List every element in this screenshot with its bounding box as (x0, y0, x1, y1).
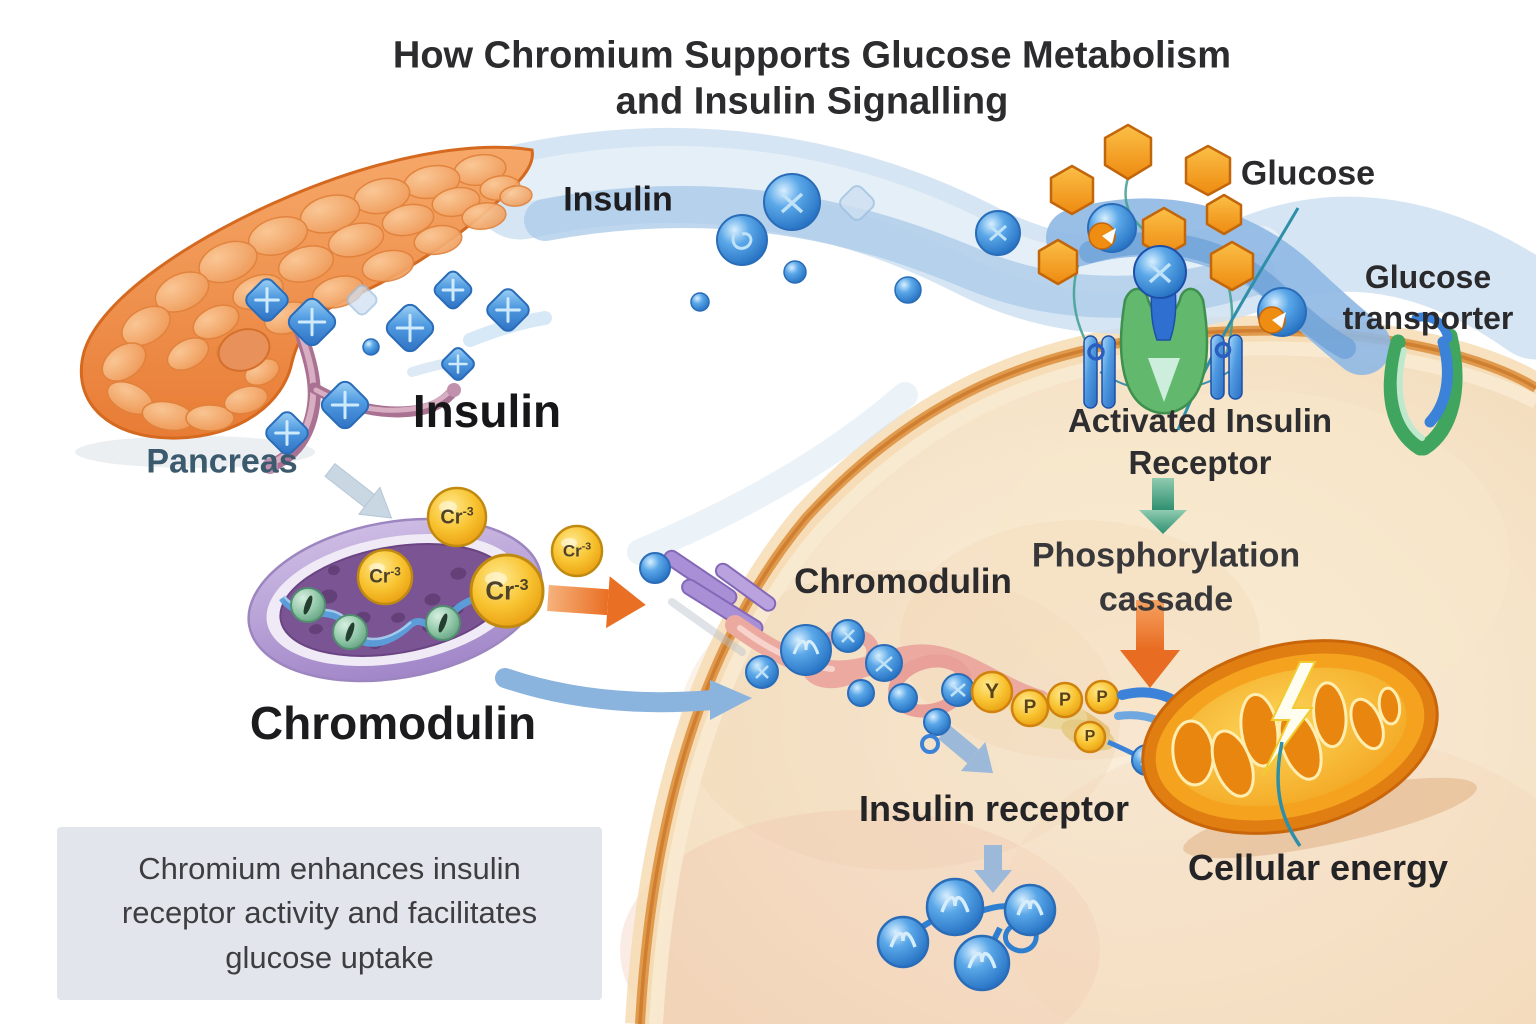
phospho-site-Y: Y (984, 680, 1000, 703)
insulin-receptor-subunits-icon (876, 877, 1057, 992)
glucose-transporter-icon (1383, 312, 1463, 456)
insulin-sphere-icon (639, 552, 671, 584)
chromium-ion-label: Cr-3 (485, 575, 529, 606)
glucose-hexagon-icon (1037, 123, 1255, 292)
chromodulin-bead-icon (290, 587, 461, 650)
receptor-label-down-arrow (974, 845, 1012, 893)
summary-callout: Chromium enhances insulin receptor activ… (57, 827, 602, 1000)
chromodulin-cell-label: Chromodulin (794, 562, 1012, 601)
insulin-molecules-in-flow (690, 173, 1021, 312)
insulin-receptor-pair-icon (1210, 334, 1243, 400)
glucose-label: Glucose (1240, 154, 1376, 193)
insulin-flow-label: Insulin (563, 180, 673, 219)
glucose-transporter-label: Glucose transporter (1342, 259, 1514, 336)
chromium-to-cell-arrow (547, 576, 646, 629)
membrane-receptors (1083, 245, 1463, 456)
cell-interior-illustration (639, 549, 1477, 992)
pancreas-to-chromodulin-arrow (324, 462, 393, 519)
phosphorylation-cascade-label: Phosphorylation cassade (1031, 536, 1301, 618)
chromium-ion-label: Cr-3 (562, 540, 592, 561)
pancreas-shadow (75, 436, 315, 468)
insulin-molecules-released (245, 270, 552, 455)
phospho-site-P: P (1058, 689, 1072, 710)
insulin-receptor-pair-icon (1083, 335, 1116, 409)
chromium-ion-label: Cr-3 (369, 565, 401, 588)
chromium-ion-icon (356, 486, 604, 629)
insulin-receptor-label: Insulin receptor (858, 788, 1130, 829)
phospho-site-P: P (1096, 687, 1108, 706)
chromodulin-chain-beads (745, 619, 975, 754)
page-title-line1: How Chromium Supports Glucose Metabolism (392, 34, 1232, 77)
chromium-ion-label: Cr-3 (440, 504, 474, 529)
chromodulin-to-cell-arrow (495, 668, 752, 720)
insulin-molecule-icon (245, 270, 530, 455)
phospho-site-P: P (1084, 728, 1096, 745)
phosphorylation-beads (970, 670, 1120, 754)
pancreas-texture (101, 153, 533, 432)
receptor-to-cascade-arrow (1139, 478, 1187, 534)
activated-insulin-receptor-icon (1119, 245, 1209, 415)
activated-insulin-receptor-label: Activated Insulin Receptor (1067, 401, 1333, 481)
flow-arrows (324, 462, 1187, 893)
mitochondrion-illustration (1141, 639, 1477, 859)
page-title-line2: and Insulin Signalling (615, 80, 1009, 123)
phospho-site-P: P (1023, 697, 1037, 718)
cellular-energy-label: Cellular energy (1187, 847, 1449, 888)
glucose-bound-insulin-icon (1087, 203, 1307, 337)
energy-bolt-icon (1262, 661, 1317, 776)
pancreas-label: Pancreas (146, 442, 298, 481)
chromodulin-vesicle-label: Chromodulin (249, 697, 537, 749)
cascade-to-energy-arrow (1120, 600, 1180, 688)
insulin-release-label: Insulin (412, 385, 562, 437)
cellular-energy-pointer-line (1276, 741, 1302, 847)
glucose-molecules (1037, 123, 1307, 431)
pancreas-illustration (75, 145, 534, 474)
chain-to-receptor-arrow (938, 725, 994, 774)
